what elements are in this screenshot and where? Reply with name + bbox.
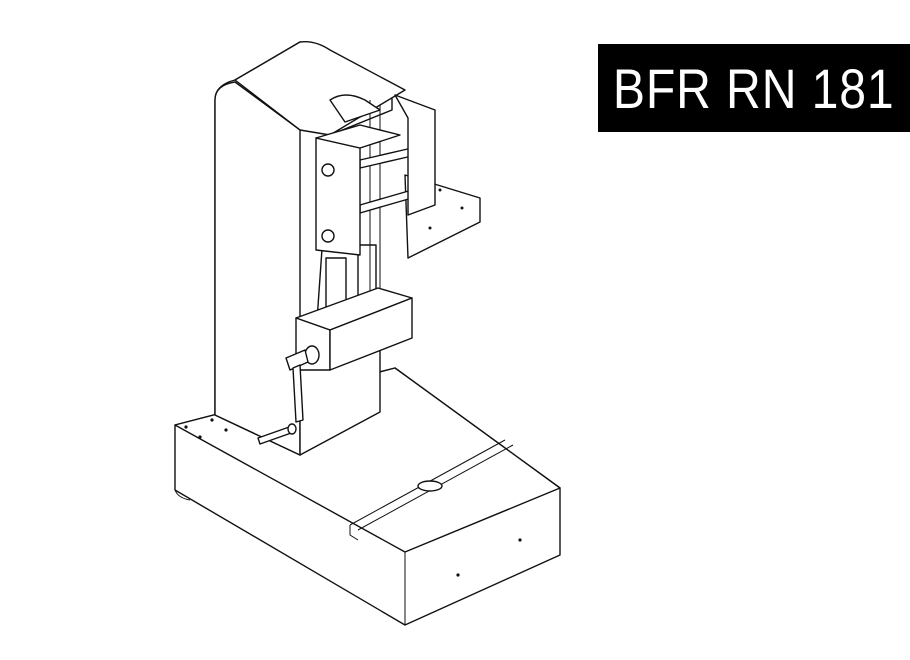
hand-crank	[257, 345, 320, 445]
product-label: BFR RN 181	[598, 44, 910, 132]
column	[214, 40, 406, 456]
front-plate	[315, 124, 401, 256]
base-holes	[184, 418, 522, 577]
guide-assembly	[325, 94, 436, 334]
product-label-text: BFR RN 181	[613, 56, 895, 120]
carriage-block	[295, 287, 413, 371]
